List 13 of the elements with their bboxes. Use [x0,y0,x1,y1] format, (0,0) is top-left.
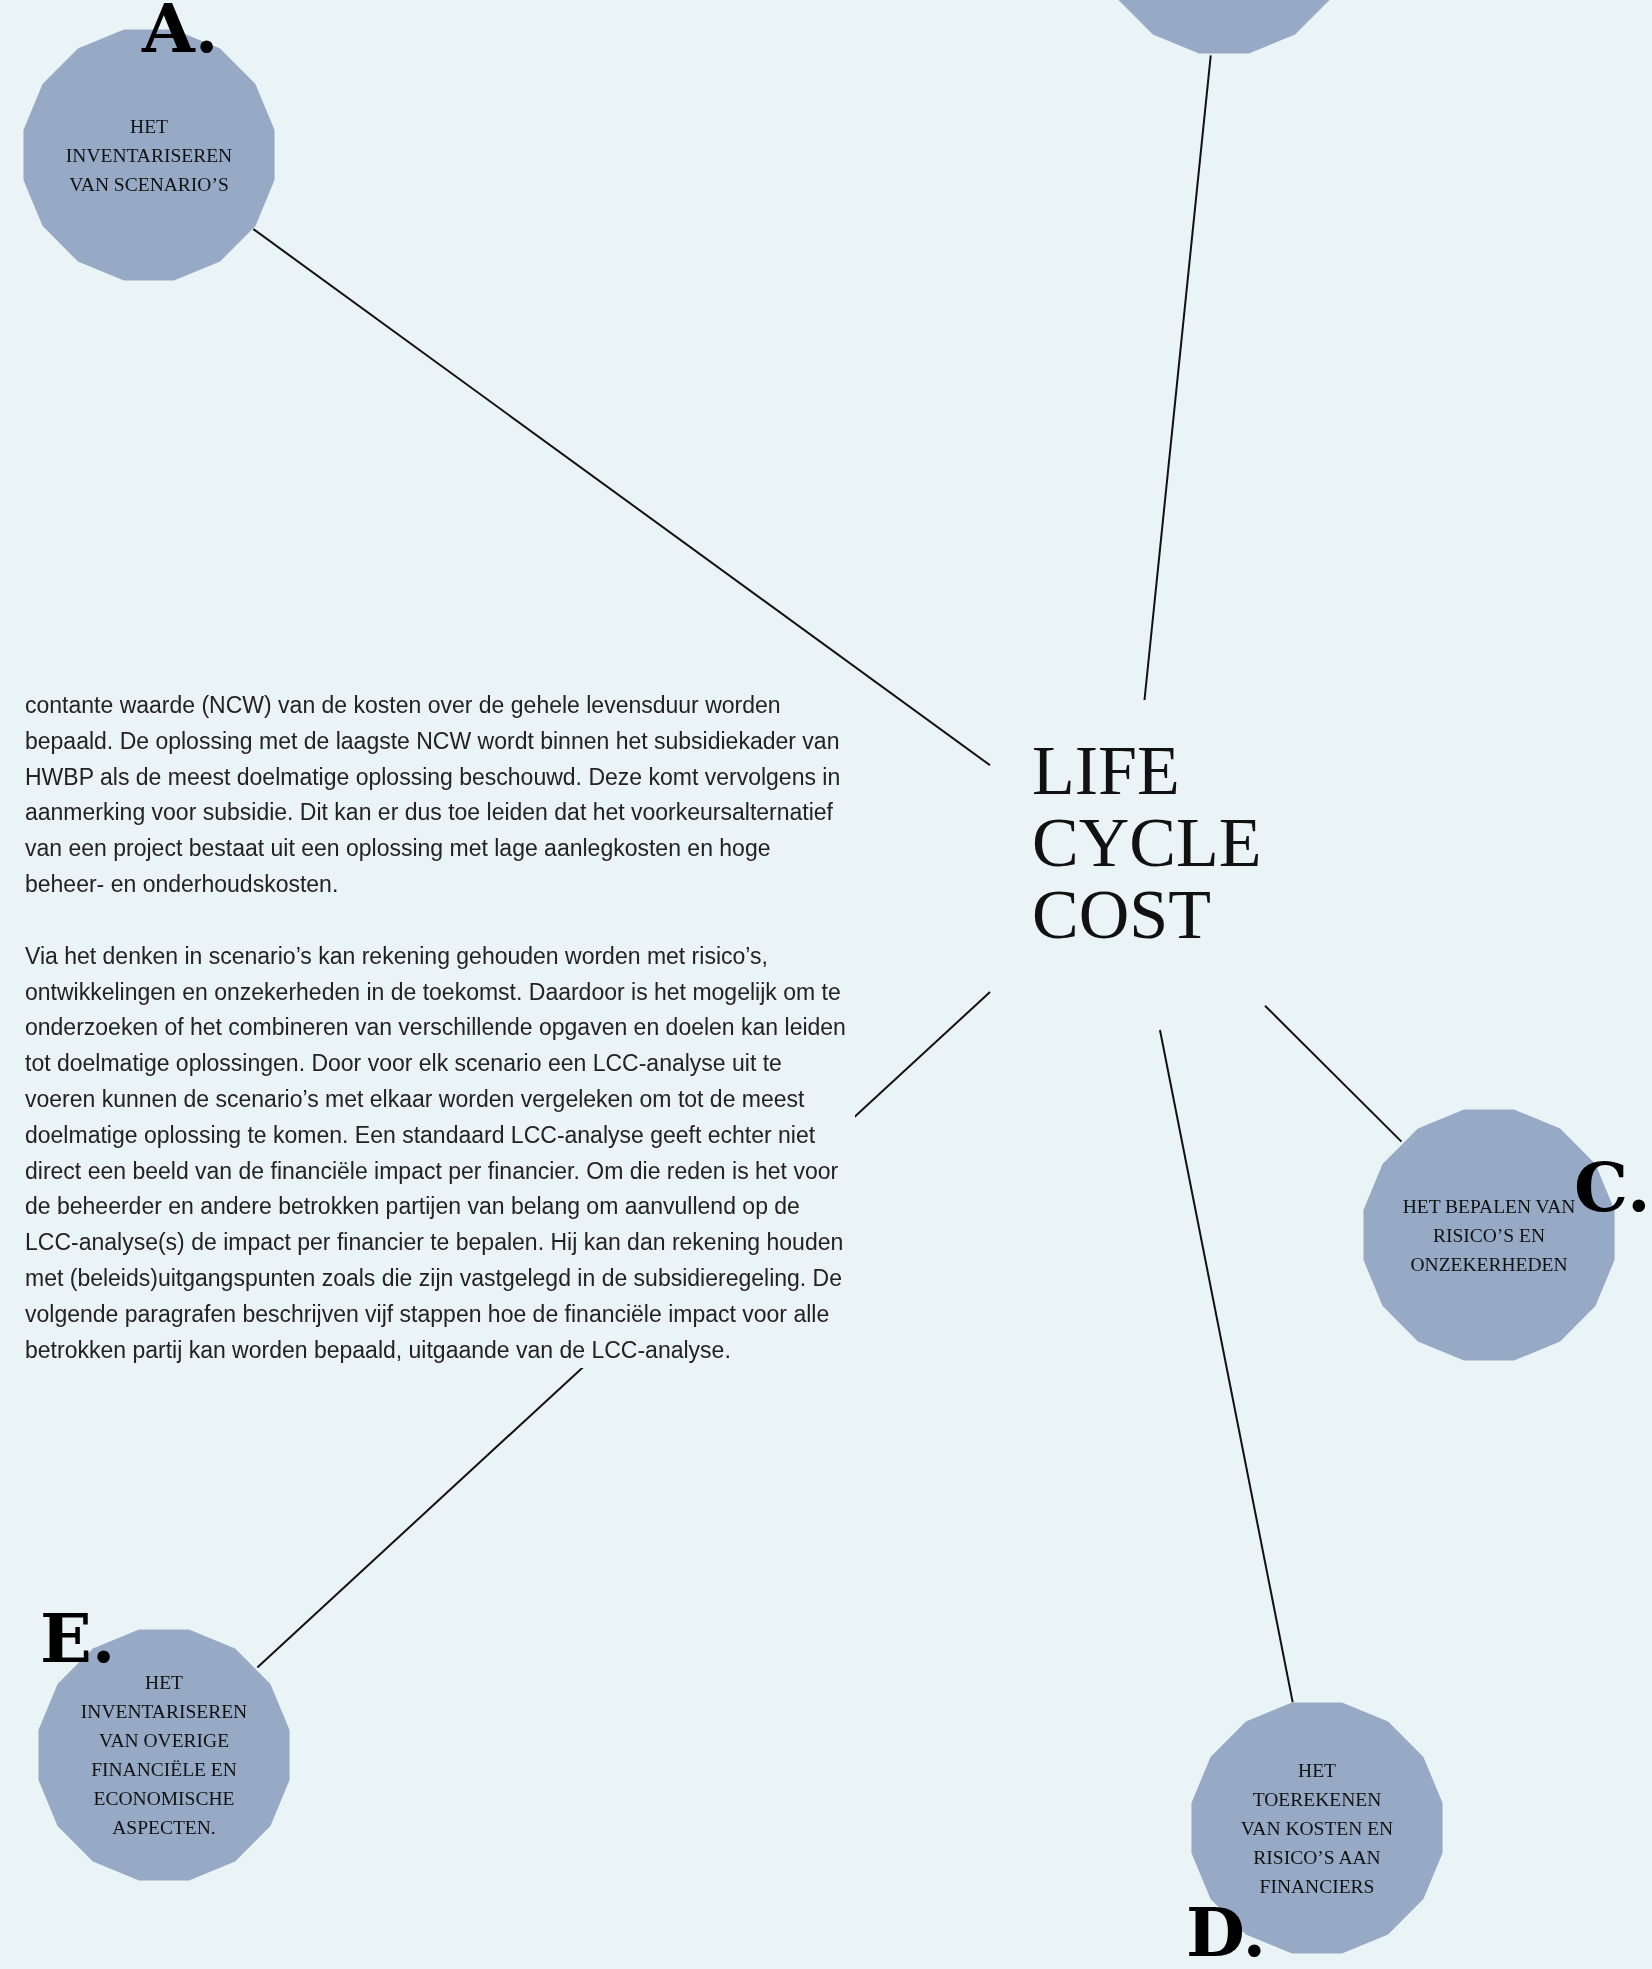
step-letter: D. [1186,1898,1267,1966]
step-label: HET INVENTARISEREN VAN OVERIGE FINANCIËLE EN ECONOMISCHE ASPECTEN. [79,1671,249,1840]
step-label: HET TOEREKENEN VAN KOSTEN EN RISICO’S AAN FINANCIERS [1239,1758,1395,1899]
step-letter: C. [1574,1153,1651,1221]
step-label: HET INVENTARISEREN VAN SCENARIO’S [64,114,234,197]
connector-line [1264,1004,1403,1143]
step-label: HET BEPALEN VAN RISICO’S EN ONZEKERHEDEN [1401,1194,1577,1277]
central-title: LIFE CYCLE COST [1032,735,1263,951]
step-letter: A. [142,0,219,62]
connector-line [1143,54,1212,701]
connector-line [1158,1029,1294,1704]
connector-line [252,228,991,767]
step-letter: E. [40,1604,116,1672]
